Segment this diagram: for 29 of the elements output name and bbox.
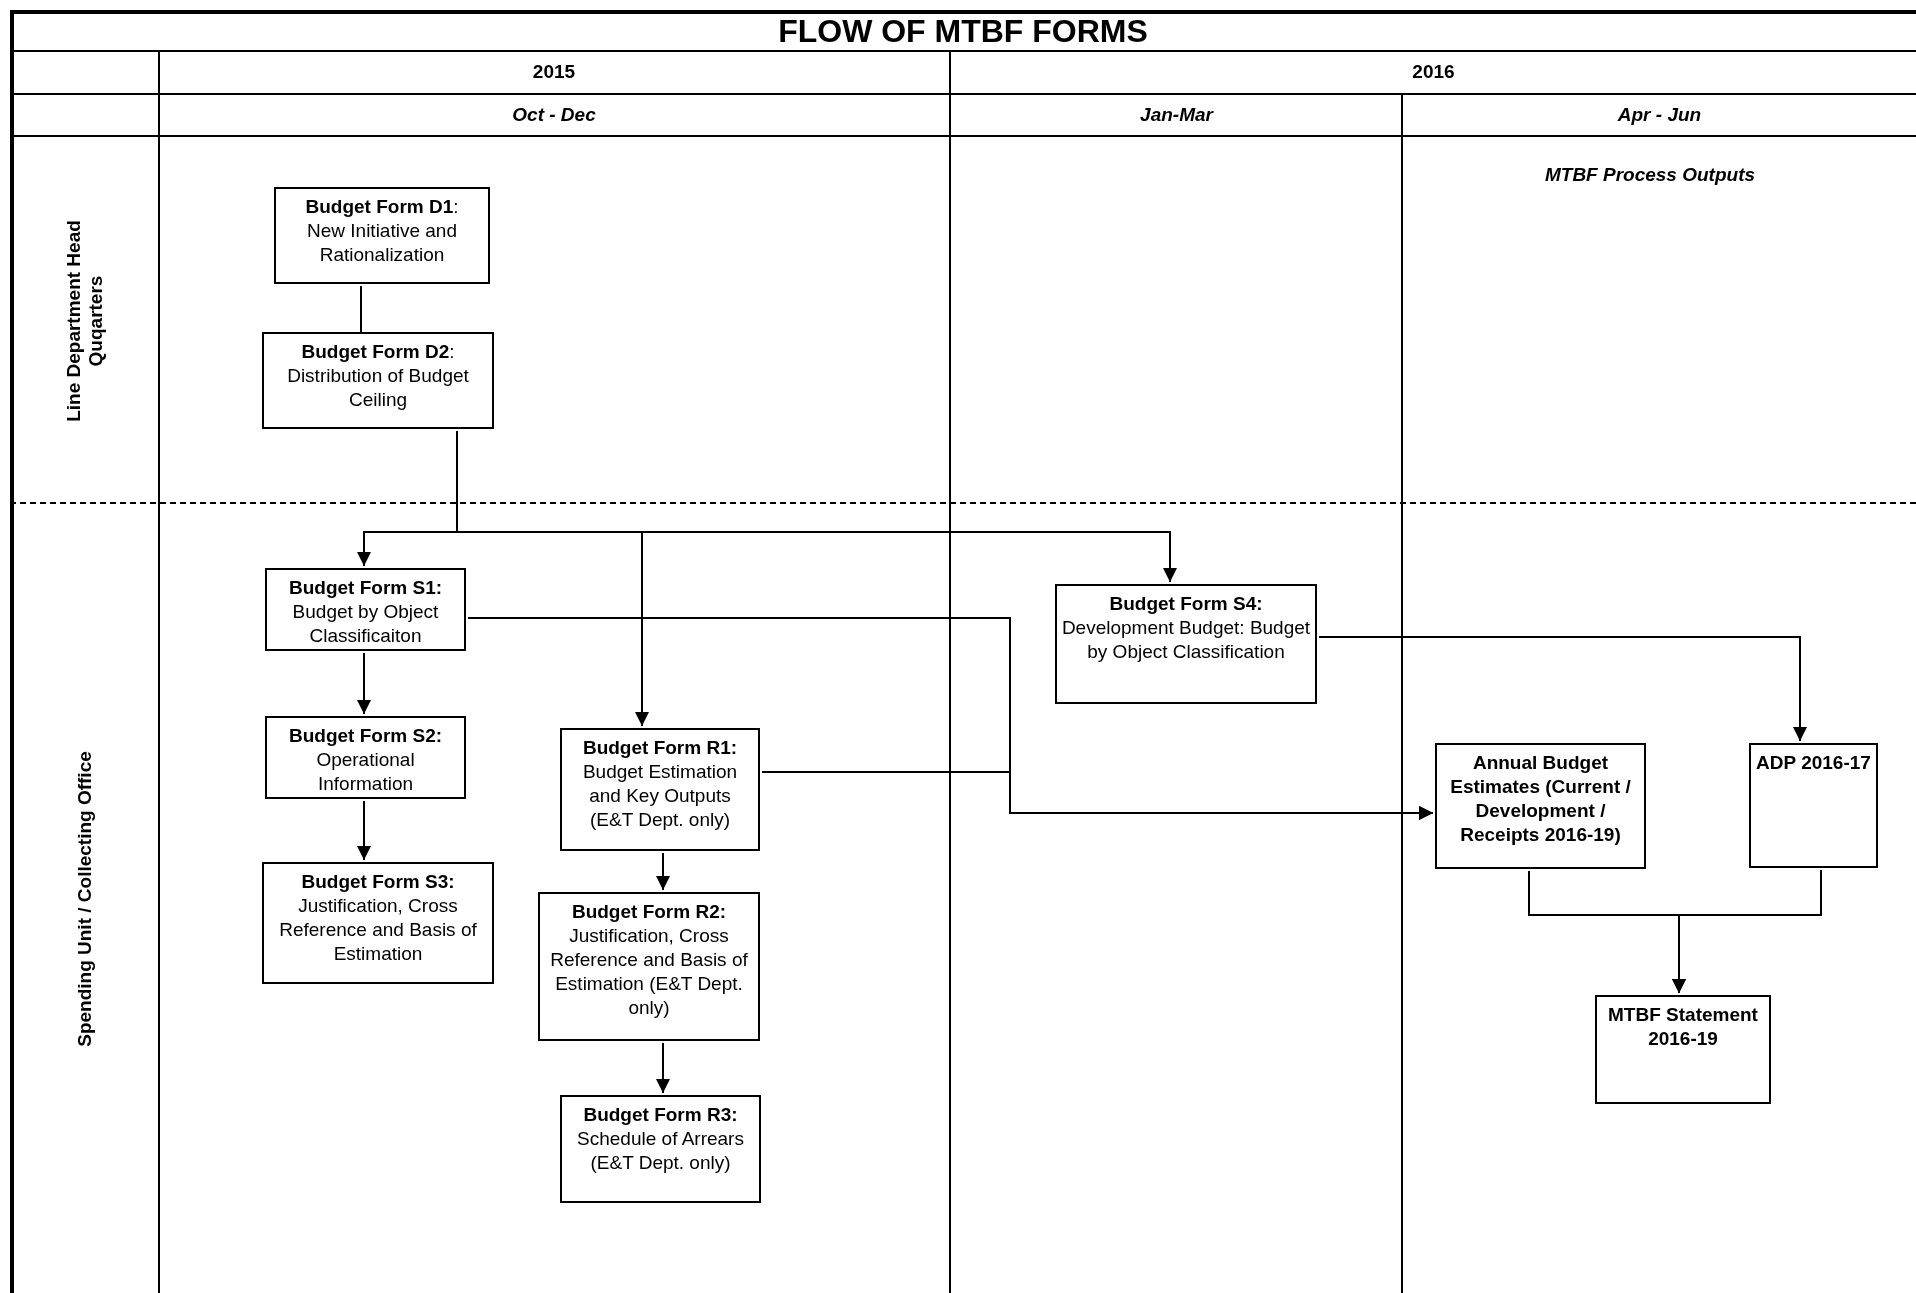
section-note: MTBF Process Outputs: [1543, 163, 1757, 187]
form-box: Budget Form D1: New Initiative and Rationalization: [274, 187, 490, 284]
arrow: [357, 800, 371, 861]
arrow: [1318, 636, 1807, 742]
form-box: Budget Form S3: Justification, Cross Reference and Basis of Estimation: [262, 862, 494, 984]
period-header: Jan-Mar: [1139, 103, 1215, 127]
lane-label: Line Department Head Quqarters: [62, 218, 106, 424]
arrow: [357, 652, 371, 715]
year-header: 2016: [1411, 60, 1456, 84]
lane-label: Spending Unit / Collecting Office: [73, 749, 95, 1049]
form-box: Budget Form S1: Budget by Object Classificaiton: [265, 568, 466, 651]
form-box: Budget Form R1: Budget Estimation and Key Outputs (E&T Dept. only): [560, 728, 760, 851]
arrow: [761, 771, 1434, 820]
form-box: Budget Form R3: Schedule of Arrears (E&T Dept. only): [560, 1095, 761, 1203]
diagram-title: FLOW OF MTBF FORMS: [777, 12, 1149, 50]
year-header: 2015: [531, 60, 577, 84]
arrow: [656, 852, 670, 891]
arrow: [1672, 869, 1822, 994]
form-box: Budget Form S2: Operational Information: [265, 716, 466, 799]
period-header: Apr - Jun: [1616, 103, 1703, 127]
output-box: MTBF Statement 2016-19: [1595, 995, 1771, 1104]
connector-line: [360, 285, 362, 333]
period-header: Oct - Dec: [511, 103, 597, 127]
form-box: Budget Form D2: Distribution of Budget Ceiling: [262, 332, 494, 429]
form-box: Budget Form S4: Development Budget: Budget by Object Classification: [1055, 584, 1317, 704]
form-box: Budget Form R2: Justification, Cross Reference and Basis of Estimation (E&T Dept. only): [538, 892, 760, 1041]
arrow: [656, 1042, 670, 1094]
output-box: Annual Budget Estimates (Current / Development / Receipts 2016-19): [1435, 743, 1646, 869]
output-box: ADP 2016-17: [1749, 743, 1878, 868]
